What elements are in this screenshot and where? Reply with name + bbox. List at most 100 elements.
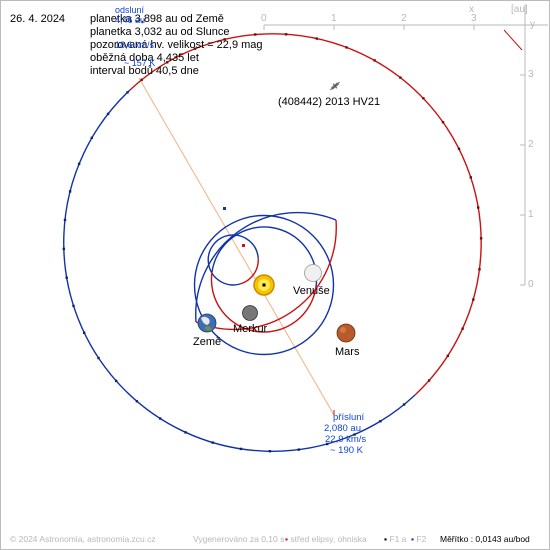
orbit-interval-dot (62, 247, 65, 251)
venus-icon (304, 264, 322, 282)
perihelion-name: přísluní (333, 412, 365, 423)
center-marker-icon: ▪ (285, 534, 289, 544)
scale-label: Měřítko : 0,0143 au/bod (440, 534, 530, 544)
info-point-interval: interval bodů 40,5 dne (90, 65, 199, 77)
aphelion-name: odsluní (115, 5, 145, 15)
orbit-interval-dot (422, 97, 425, 100)
mars-icon (336, 323, 356, 343)
orbit-interval-dot (211, 441, 214, 444)
orbit-interval-dot (254, 33, 257, 36)
legend-ellipse-center: ▪ střed elipsy, ohniska (285, 534, 367, 544)
info-magnitude: pozorovaná hv. velikost = 22,9 mag (90, 39, 263, 51)
x-axis-name: x (469, 4, 474, 15)
earth-label: Země (193, 336, 222, 348)
y-tick-2: 2 (528, 139, 534, 150)
aphelion-distance: 4,46 au (115, 15, 146, 25)
generated-time: Vygenerováno za 0,10 s (193, 534, 285, 544)
orbit-interval-dot (65, 276, 68, 279)
asteroid-marker (223, 207, 226, 210)
orbit-interval-dot (441, 121, 445, 124)
orbit-interval-dot (126, 91, 129, 94)
orbit-interval-dot (90, 136, 93, 139)
orbit-interval-dot (478, 268, 481, 271)
perihelion-speed: 22,9 km/s (325, 434, 367, 445)
orbit-interval-dot (83, 331, 86, 334)
orbit-interval-dot (72, 304, 75, 308)
orbit-interval-dot (345, 46, 348, 49)
orbit-interval-dot (223, 38, 226, 41)
orbit-interval-dot (399, 76, 402, 79)
orbit-interval-dot (353, 433, 356, 436)
copyright-text: © 2024 Astronomia, astronomia.zcu.cz (10, 534, 156, 544)
orbit-interval-dot (239, 447, 243, 451)
outer-orbit-arc (503, 29, 523, 51)
orbit-interval-dot (63, 218, 67, 222)
legend-focus-f1: ▪ F1 a (384, 534, 407, 544)
y-tick-3: 3 (528, 69, 534, 80)
mercury-label: Merkur (233, 323, 268, 335)
orbit-interval-dot (159, 417, 162, 420)
asteroid-label: (408442) 2013 HV21 (278, 96, 381, 108)
aphelion-speed: 18,6 km/s (115, 40, 155, 50)
orbit-interval-dot (479, 237, 483, 240)
mars-label: Mars (335, 346, 360, 358)
orbit-interval-dot (297, 448, 300, 451)
x-tick-0: 0 (261, 13, 267, 24)
y-axis (520, 5, 526, 286)
x-tick-3: 3 (471, 13, 477, 24)
orbit-interval-dot (184, 431, 187, 434)
info-period: oběžná doba 4,435 let (90, 52, 199, 64)
orbit-interval-dot (284, 33, 288, 36)
mars-orbit (195, 211, 337, 331)
f2-marker-icon: ▪ (411, 534, 415, 544)
orbit-interval-dot (97, 356, 100, 360)
venus-label: Venuše (293, 285, 330, 297)
orbit-interval-dot (469, 176, 472, 179)
orbit-interval-dot (193, 47, 197, 50)
perihelion-distance: 2,080 au (324, 423, 361, 434)
orbit-interval-dot (457, 147, 461, 150)
date-label: 26. 4. 2024 (10, 13, 66, 25)
orbit-interval-dot (446, 354, 449, 358)
venus-orbit (210, 226, 318, 333)
f1-marker-icon: ▪ (384, 534, 388, 544)
earth-icon (197, 313, 217, 333)
orbit-interval-dot (379, 420, 382, 423)
y-tick-1: 1 (528, 209, 534, 220)
ellipse-center-marker (242, 244, 245, 247)
orbit-interval-dot (461, 327, 464, 330)
legend-focus-f2: ▪ F2 (411, 534, 427, 544)
earth-orbit (193, 214, 335, 356)
asteroid-orbit (62, 33, 483, 453)
orbit-interval-dot (326, 442, 329, 446)
sun-icon (253, 274, 275, 296)
mercury-icon (242, 305, 258, 321)
x-tick-1: 1 (331, 13, 337, 24)
info-sun-distance: planetka 3,032 au od Slunce (90, 26, 230, 38)
info-earth-distance: planetka 3,898 au od Země (90, 13, 224, 25)
y-axis-name: y (530, 19, 535, 30)
orbit-interval-dot (106, 112, 110, 116)
orbit-interval-dot (477, 206, 480, 209)
axis-unit: [au] (511, 4, 528, 15)
x-tick-2: 2 (401, 13, 407, 24)
x-axis (263, 24, 548, 30)
orbit-interval-dot (427, 379, 431, 382)
y-tick-0: 0 (528, 279, 534, 290)
orbit-interval-dot (68, 190, 72, 193)
orbit-interval-dot (268, 450, 272, 453)
perihelion-temperature: ~ 190 K (330, 445, 364, 456)
orbit-interval-dot (115, 379, 118, 383)
aphelion-temperature: ~ 157 K (124, 58, 156, 68)
mercury-orbit (207, 234, 259, 286)
orbit-interval-dot (135, 400, 139, 403)
orbit-interval-dot (166, 61, 169, 64)
apsis-line (138, 77, 335, 416)
orbit-interval-dot (402, 403, 406, 406)
orbit-interval-dot (77, 162, 81, 166)
orbit-interval-dot (373, 59, 376, 62)
orbit-interval-dot (472, 298, 475, 301)
orbit-interval-dot (315, 37, 318, 40)
orbit-interval-dot (140, 78, 143, 81)
